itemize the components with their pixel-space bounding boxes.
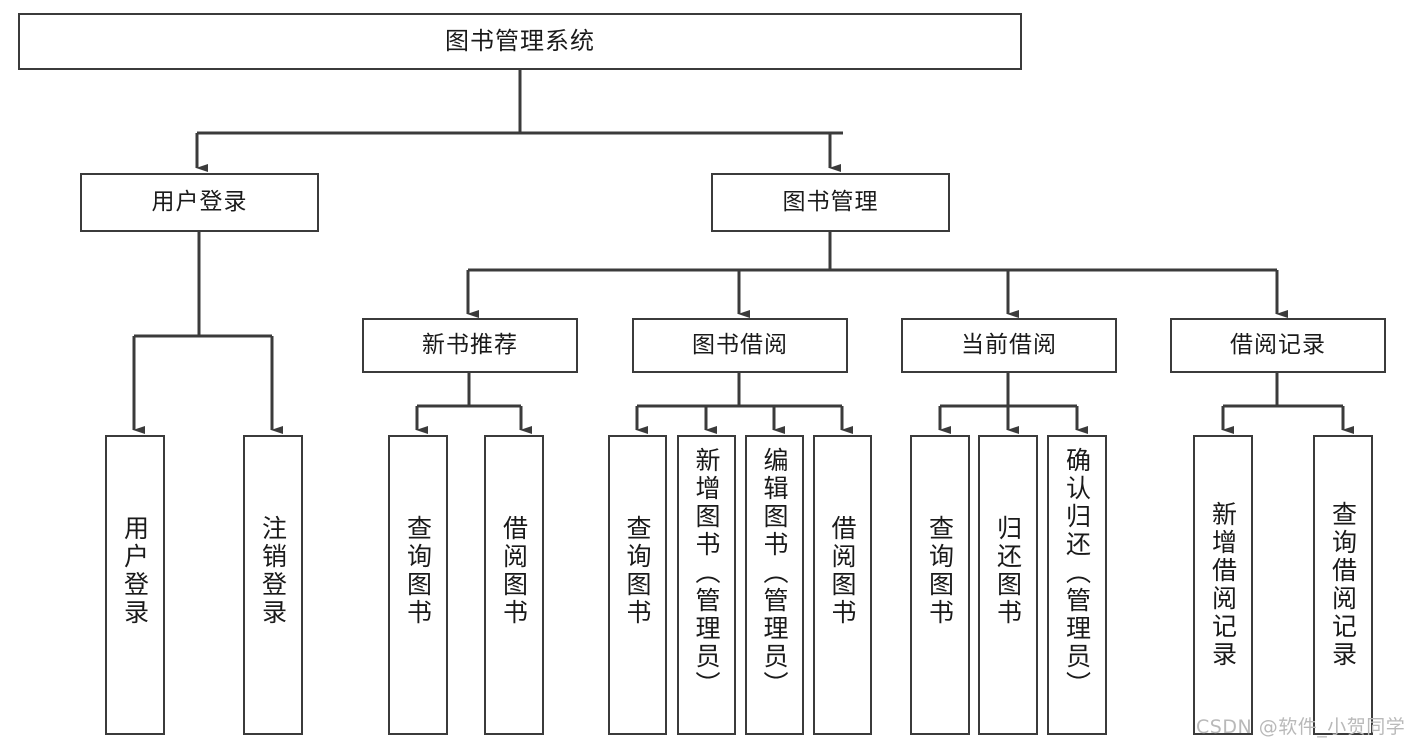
- node-user-login[interactable]: 用户登录: [80, 173, 319, 232]
- leaf-borrow-book[interactable]: 借阅图书: [813, 435, 872, 735]
- leaf-borrow-book-recommend[interactable]: 借阅图书: [484, 435, 544, 735]
- node-label: 图书管理: [782, 188, 879, 215]
- node-book-management[interactable]: 图书管理: [711, 173, 950, 232]
- node-label: 查询借阅记录: [1328, 501, 1358, 669]
- node-label: 新书推荐: [422, 331, 518, 358]
- leaf-query-book-current[interactable]: 查询图书: [910, 435, 970, 735]
- node-label: 确认归还（管理员）: [1062, 447, 1092, 699]
- node-label: 当前借阅: [961, 331, 1057, 358]
- leaf-edit-book-admin[interactable]: 编辑图书（管理员）: [745, 435, 804, 735]
- node-current-borrow[interactable]: 当前借阅: [901, 318, 1117, 373]
- node-label: 借阅记录: [1230, 331, 1326, 358]
- leaf-return-book[interactable]: 归还图书: [978, 435, 1038, 735]
- leaf-query-borrow-record[interactable]: 查询借阅记录: [1313, 435, 1373, 735]
- node-borrow-record[interactable]: 借阅记录: [1170, 318, 1386, 373]
- node-label: 归还图书: [993, 515, 1023, 627]
- node-label: 用户登录: [120, 515, 150, 627]
- leaf-logout[interactable]: 注销登录: [243, 435, 303, 735]
- csdn-watermark: CSDN @软件_小贺同学: [1196, 716, 1405, 738]
- node-root-system[interactable]: 图书管理系统: [18, 13, 1022, 70]
- node-label: 图书借阅: [692, 331, 788, 358]
- node-book-borrow[interactable]: 图书借阅: [632, 318, 848, 373]
- leaf-query-book-borrow[interactable]: 查询图书: [608, 435, 667, 735]
- node-label: 图书管理系统: [445, 27, 595, 56]
- node-label: 编辑图书（管理员）: [760, 447, 789, 699]
- node-label: 新增图书（管理员）: [692, 447, 721, 699]
- node-label: 用户登录: [151, 188, 248, 215]
- node-label: 新增借阅记录: [1208, 501, 1238, 669]
- node-new-book-recommend[interactable]: 新书推荐: [362, 318, 578, 373]
- leaf-add-book-admin[interactable]: 新增图书（管理员）: [677, 435, 736, 735]
- node-label: 查询图书: [623, 515, 652, 627]
- node-label: 借阅图书: [499, 515, 529, 627]
- node-label: 查询图书: [925, 515, 955, 627]
- node-label: 查询图书: [403, 515, 433, 627]
- node-label: 借阅图书: [828, 515, 857, 627]
- leaf-add-borrow-record[interactable]: 新增借阅记录: [1193, 435, 1253, 735]
- leaf-confirm-return-admin[interactable]: 确认归还（管理员）: [1047, 435, 1107, 735]
- node-label: 注销登录: [258, 515, 288, 627]
- leaf-query-book-recommend[interactable]: 查询图书: [388, 435, 448, 735]
- leaf-user-login[interactable]: 用户登录: [105, 435, 165, 735]
